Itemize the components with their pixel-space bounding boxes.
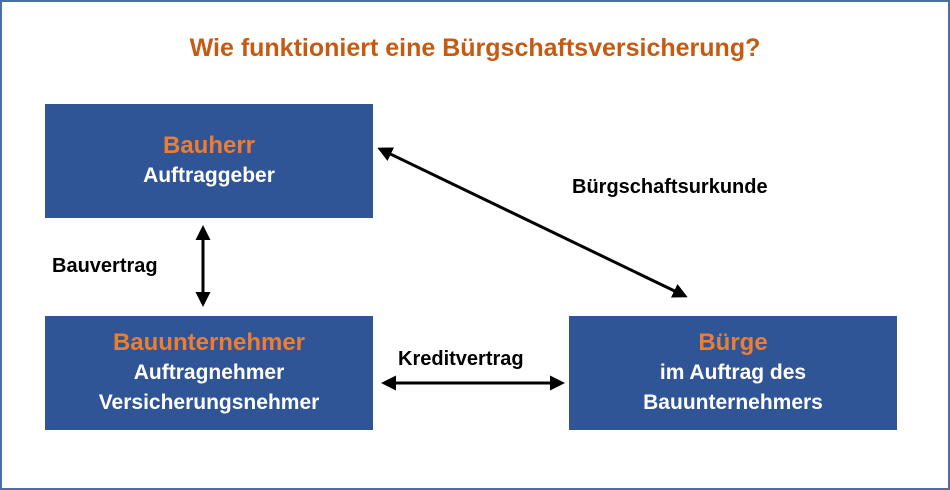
bauherr-box: Bauherr Auftraggeber [45,104,373,218]
bauherr-heading: Bauherr [162,132,256,159]
buerge-role-2: Bauunternehmers [643,391,823,414]
buerge-box: Bürge im Auftrag des Bauunternehmers [569,316,897,430]
buergschaftsurkunde-label: Bürgschaftsurkunde [572,176,768,198]
buerge-role: im Auftrag des [659,361,807,384]
bauunternehmer-role: Auftragnehmer [133,361,285,384]
bauvertrag-label: Bauvertrag [52,255,158,277]
bauunternehmer-heading: Bauunternehmer [112,329,306,356]
bauherr-role: Auftraggeber [143,164,275,187]
buerge-heading: Bürge [698,329,768,356]
bauunternehmer-role-2: Versicherungsnehmer [98,391,320,414]
kreditvertrag-label: Kreditvertrag [398,348,524,370]
bauunternehmer-box: Bauunternehmer Auftragnehmer Versicherun… [45,316,373,430]
diagram-title: Wie funktioniert eine Bürgschaftsversich… [189,34,761,62]
buergschaftsurkunde-arrow [377,147,688,298]
